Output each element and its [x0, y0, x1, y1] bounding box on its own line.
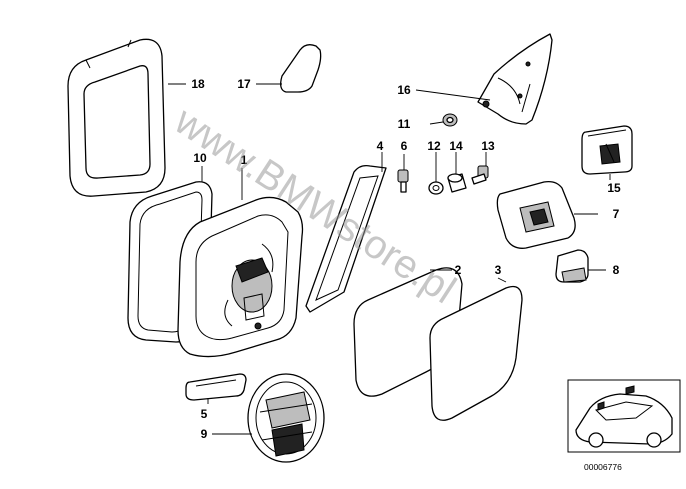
callout-3: 3 — [495, 263, 502, 277]
callout-10: 10 — [193, 151, 207, 165]
part-17-glass-piece — [280, 44, 322, 93]
callout-4: 4 — [377, 139, 384, 153]
part-11-nut — [442, 113, 458, 127]
part-7-switch-housing — [496, 180, 576, 249]
callout-8: 8 — [613, 263, 620, 277]
part-16-triangle-cover — [477, 33, 553, 125]
callout-16: 16 — [397, 83, 411, 97]
callout-17: 17 — [237, 77, 251, 91]
part-6-screw — [397, 169, 409, 193]
part-1-mirror-housing — [177, 196, 304, 358]
callout-13: 13 — [481, 139, 495, 153]
part-4-base-plate — [305, 164, 387, 313]
part-8-cap — [555, 249, 589, 283]
callout-12: 12 — [427, 139, 441, 153]
part-9-actuator — [247, 373, 325, 463]
reference-code: 00006776 — [584, 462, 622, 472]
callout-9: 9 — [201, 427, 208, 441]
part-14-bush — [447, 173, 467, 193]
leader-lines — [168, 83, 611, 435]
part-12-washer — [428, 181, 444, 195]
callout-1: 1 — [241, 153, 248, 167]
part-15-switch — [581, 125, 633, 175]
callout-5: 5 — [201, 407, 208, 421]
part-3-mirror-glass — [429, 285, 523, 421]
callout-7: 7 — [613, 207, 620, 221]
callout-2: 2 — [455, 263, 462, 277]
callout-6: 6 — [401, 139, 408, 153]
part-5-clip — [185, 373, 247, 401]
callout-14: 14 — [449, 139, 463, 153]
callout-11: 11 — [398, 117, 411, 131]
callout-18: 18 — [191, 77, 205, 91]
part-18-mirror-cover-frame — [67, 38, 166, 197]
inset-vehicle-diagram — [567, 379, 681, 453]
part-13-bolt — [471, 165, 489, 185]
callout-15: 15 — [607, 181, 621, 195]
